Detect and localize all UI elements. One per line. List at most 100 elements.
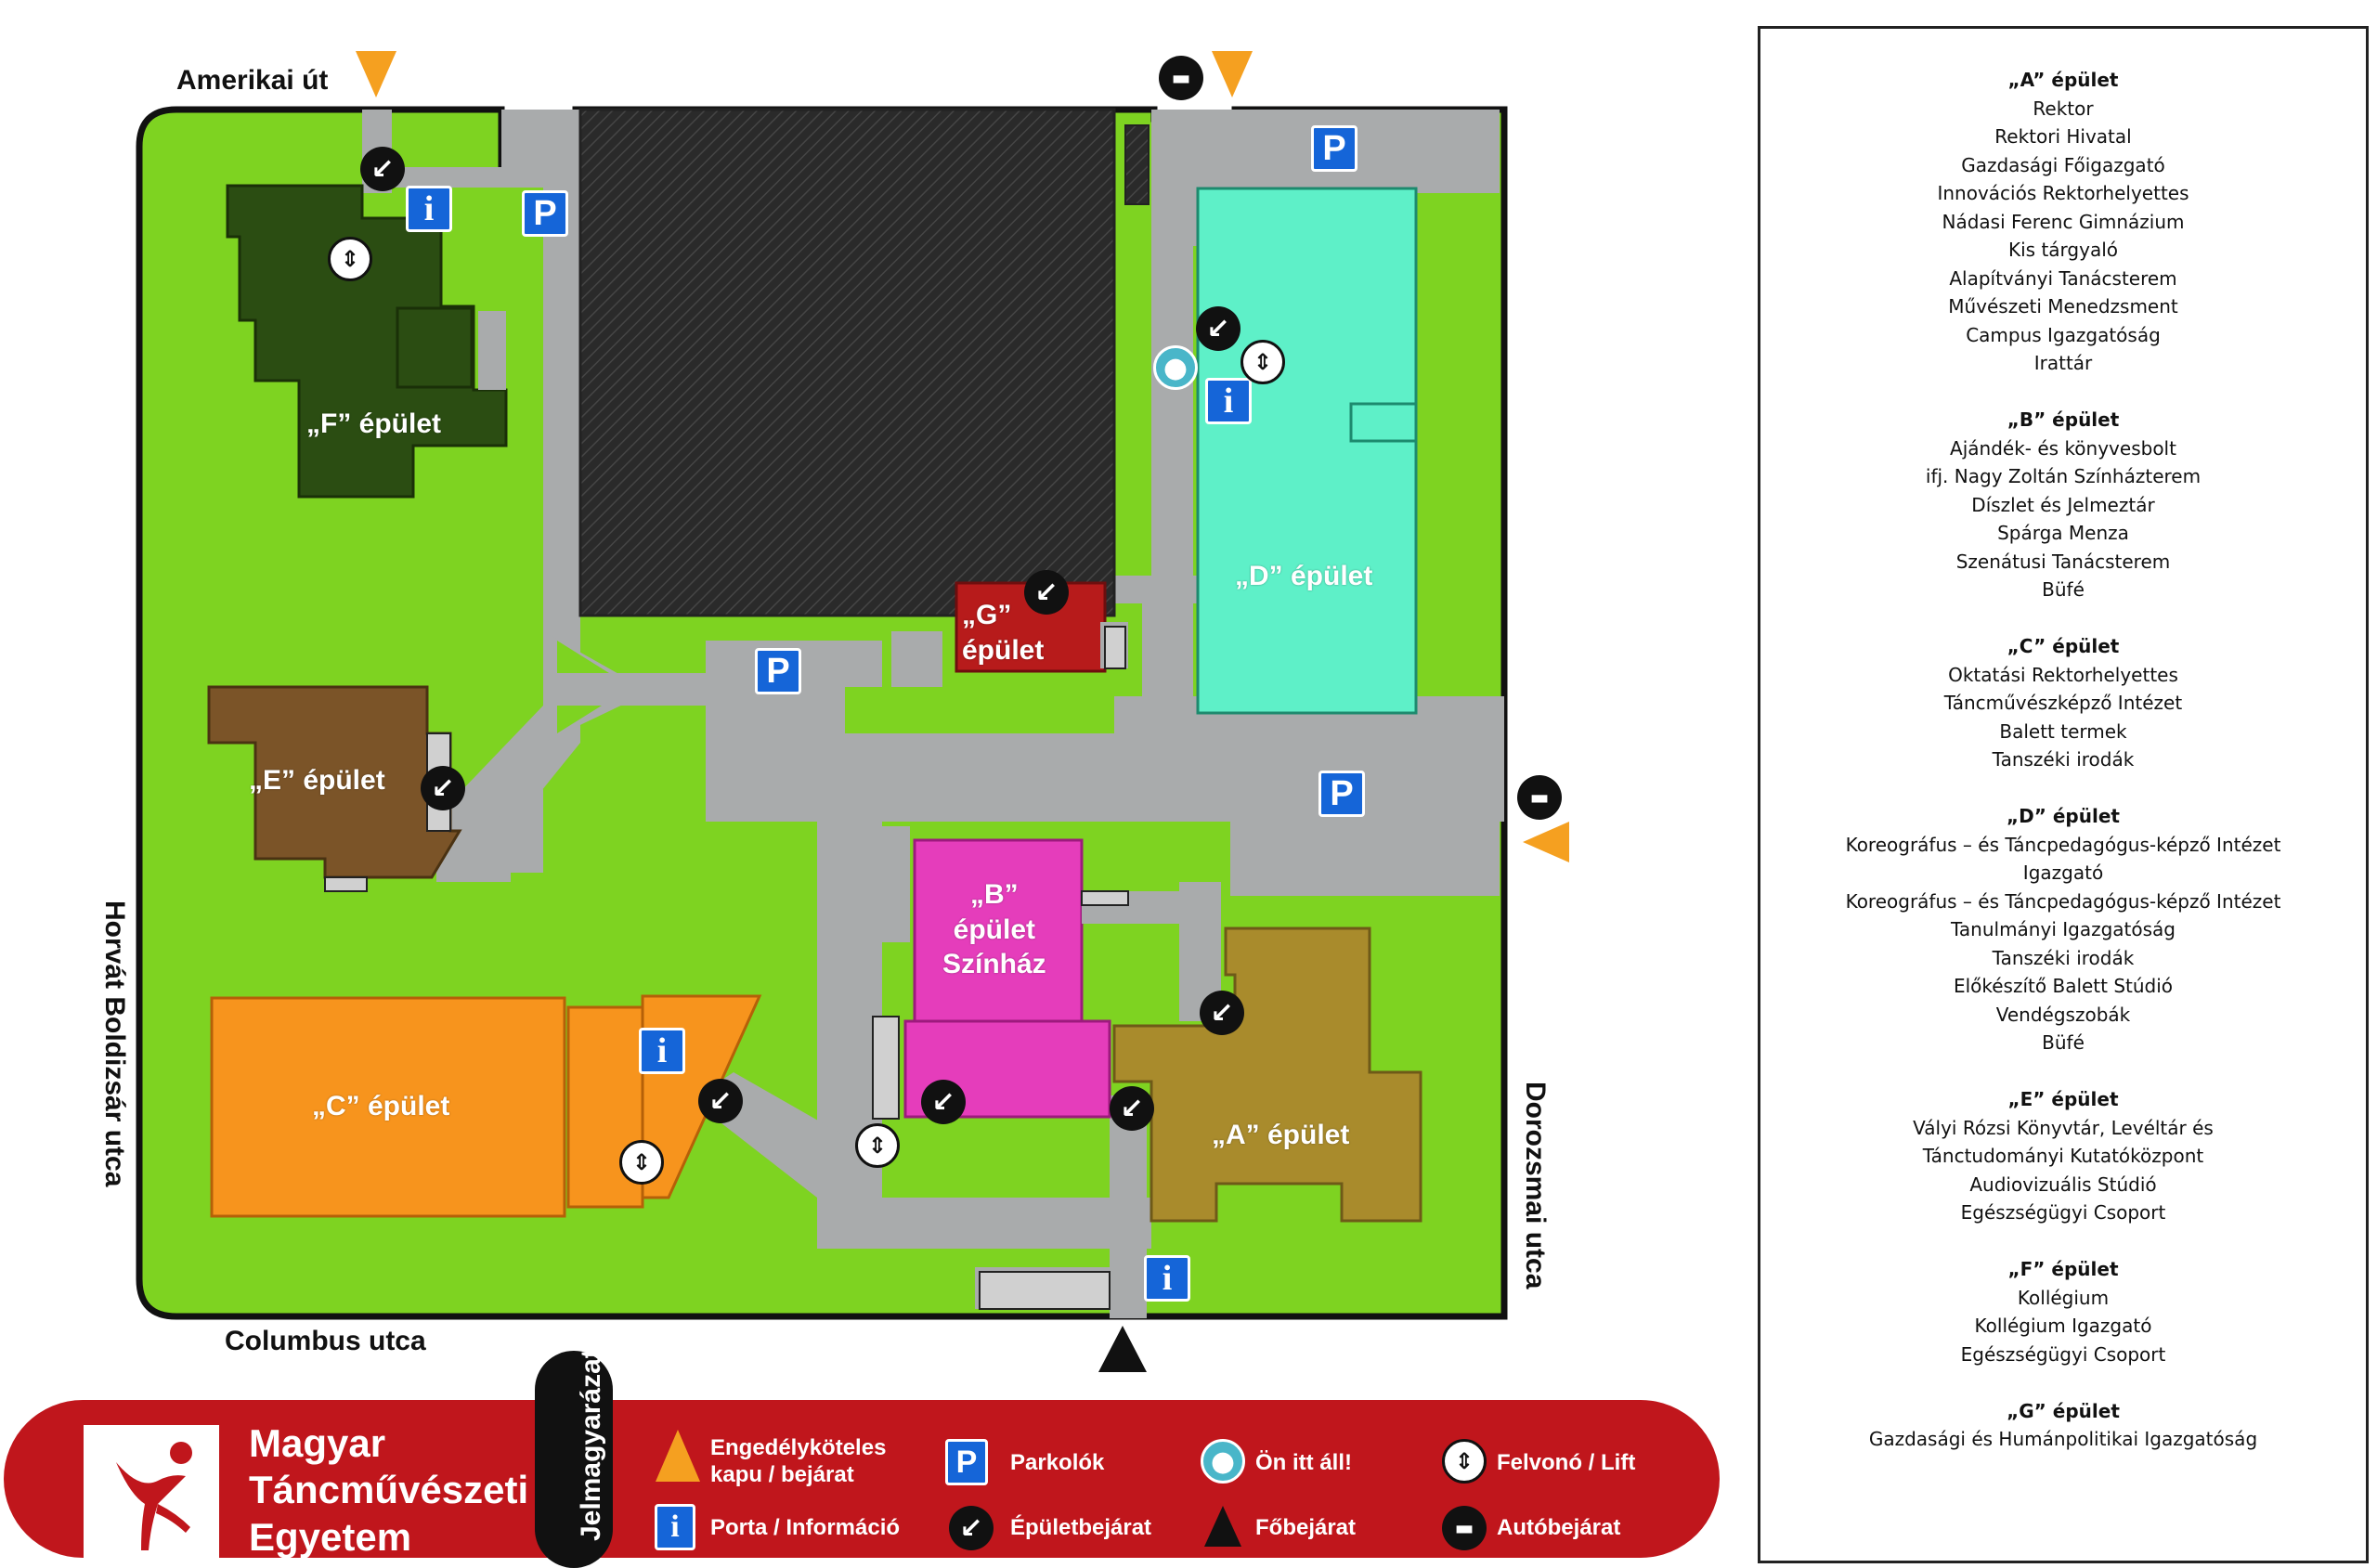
legend-info-icon: i [655,1504,695,1550]
building-e-label: „E” épület [249,765,385,796]
legend-banner [4,1400,1720,1558]
directory-item: Irattár [2033,352,2093,374]
legend-info-label: Porta / Információ [710,1515,901,1540]
building-entrance-icon: ↙ [1200,991,1244,1035]
hatched-area [578,108,1116,617]
directory-section-title: „A” épület [2007,69,2119,91]
building-f-label: „F” épület [306,408,442,439]
building-b-label: „B” épület Színház [942,877,1046,982]
university-name-line2: Táncművészeti [249,1468,529,1512]
legend-main-label: Főbejárat [1255,1515,1357,1540]
legend-gate-label: Engedélyköteles kapu / bejárat [710,1435,887,1487]
directory-item: Koreográfus – és Táncpedagógus-képző Int… [1845,889,2281,913]
legend-lift-icon: ⇕ [1442,1439,1487,1484]
university-name-line1: Magyar [249,1421,386,1465]
directory-item: Balett termek [1999,719,2127,743]
directory-item: Egészségügyi Csoport [1960,1342,2166,1366]
building-b-label-line1: „B” [970,879,1019,910]
lift-icon: ⇕ [1240,340,1285,384]
directory-section-title: „B” épület [2007,408,2120,431]
legend-parking-label: Parkolók [1010,1450,1105,1475]
building-b-label-line3: Színház [942,949,1046,979]
directory-item: Alapítványi Tanácsterem [1949,266,2177,290]
car-entrance-icon: ▬ [1517,775,1562,820]
building-entrance-icon: ↙ [1196,306,1240,351]
info-icon: i [1144,1255,1190,1302]
legend-heading-pill [535,1351,613,1568]
building-g-label-line1: „G” [962,600,1012,630]
directory-item: Rektori Hivatal [1994,125,2132,148]
directory-item: Innovációs Rektorhelyettes [1937,182,2189,204]
street-north: Amerikai út [176,65,329,96]
car-entrance-icon: ▬ [1159,56,1203,100]
permit-gate-icon [1523,822,1569,862]
directory-item: Oktatási Rektorhelyettes [1948,663,2178,686]
directory-item: Előkészítő Balett Stúdió [1953,975,2174,997]
directory-item: Gazdasági Főigazgató [1961,153,2165,176]
directory-item: Díszlet és Jelmeztár [1971,493,2155,516]
you-are-here-icon: ● [1153,345,1198,390]
directory-item: ifj. Nagy Zoltán Színházterem [1925,465,2202,487]
legend-lift-label: Felvonó / Lift [1497,1450,1636,1475]
directory-item: Büfé [2042,1031,2085,1054]
directory-item: Campus Igazgatóság [1966,323,2161,346]
building-b-label-line2: épület [953,914,1036,945]
lift-icon: ⇕ [855,1123,900,1168]
building-d-label: „D” épület [1235,561,1373,591]
main-entrance-icon [1098,1326,1147,1372]
legend-car-icon: ▬ [1442,1506,1487,1550]
legend-here-label: Ön itt áll! [1255,1450,1352,1475]
directory-item: Koreográfus – és Táncpedagógus-képző Int… [1845,833,2281,856]
directory-item: Kollégium [2017,1286,2110,1309]
directory-item: Rektor [2033,97,2094,120]
legend-parking-icon: P [945,1439,988,1485]
legend-gate-icon [656,1430,700,1482]
directory-item: Tanulmányi Igazgatóság [1951,918,2176,940]
legend-main-icon [1204,1506,1241,1547]
building-entrance-icon: ↙ [1110,1086,1154,1131]
street-west: Horvát Boldizsár utca [99,901,130,1187]
directory-item: Szenátusi Tanácsterem [1955,550,2171,573]
directory-section-title: „E” épület [2007,1088,2119,1110]
directory-item: Audiovizuális Stúdió [1969,1173,2157,1196]
university-logo [84,1425,219,1561]
legend-car-label: Autóbejárat [1497,1515,1621,1540]
building-g-label: „G” épület [962,598,1044,667]
building-entrance-icon: ↙ [1024,570,1069,615]
info-icon: i [1205,378,1252,424]
building-a-label: „A” épület [1212,1120,1350,1150]
parking-icon: P [1311,125,1357,172]
directory-item: Büfé [2042,578,2085,601]
directory-section-title: „C” épület [2007,635,2120,657]
directory-item: Nádasi Ferenc Gimnázium [1942,210,2185,233]
directory-item: Tánctudományi Kutatóközpont [1922,1145,2204,1167]
legend-here-icon: ● [1201,1439,1245,1484]
building-entrance-icon: ↙ [698,1079,743,1123]
street-east: Dorozsmai utca [1520,1082,1551,1289]
directory-item: Ajándék- és könyvesbolt [1950,436,2176,460]
directory-item: Kollégium Igazgató [1974,1315,2152,1337]
directory-item: Táncművészképző Intézet [1943,692,2183,714]
building-entrance-icon: ↙ [360,147,405,191]
directory-section-title: „G” épület [2007,1399,2120,1422]
building-c-label: „C” épület [312,1091,450,1121]
building-c-shape [210,996,566,1218]
directory-section-title: „F” épület [2007,1258,2119,1280]
info-icon: i [639,1028,685,1074]
directory-item: Tanszéki irodák [1992,748,2135,771]
directory-item: Vályi Rózsi Könyvtár, Levéltár és [1913,1116,2214,1139]
building-b-shape [913,838,1084,1028]
permit-gate-icon [356,51,396,97]
lift-icon: ⇕ [328,237,372,281]
directory-section-title: „D” épület [2007,805,2120,827]
directory-item: Kis tárgyaló [2008,239,2118,261]
legend-entrance-label: Épületbejárat [1010,1515,1152,1540]
building-g-label-line2: épület [962,634,1045,666]
